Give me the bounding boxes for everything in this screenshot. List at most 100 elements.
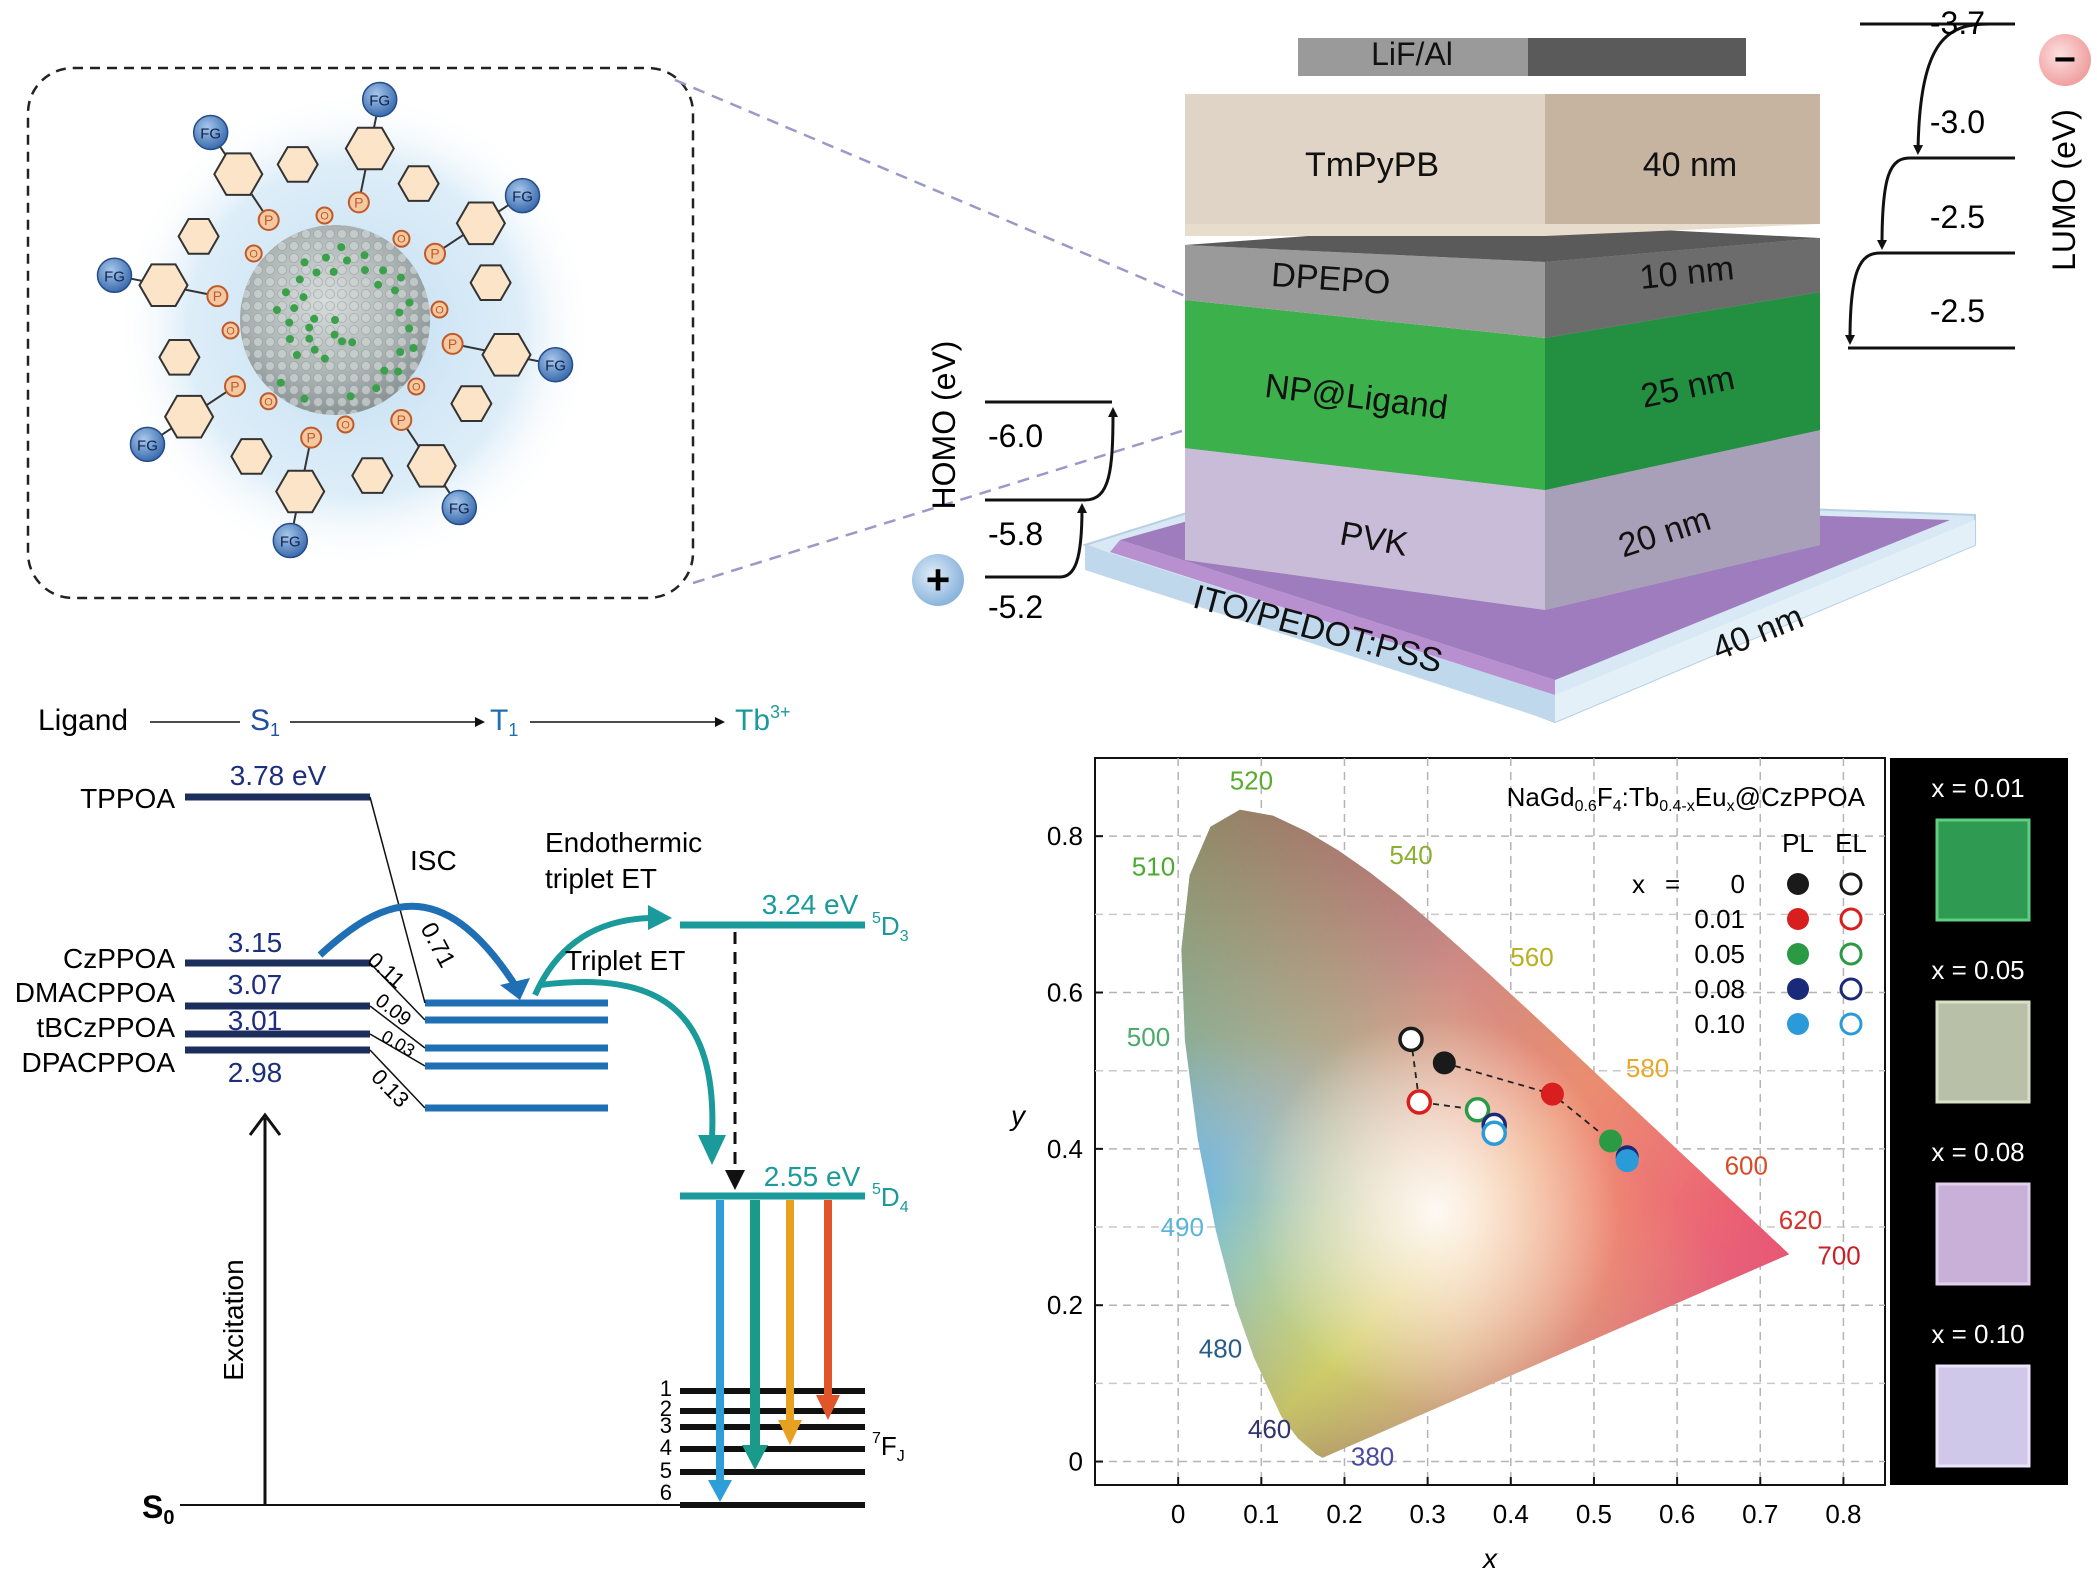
- f-level-label-2: 2: [660, 1396, 672, 1421]
- dopant-atom: [372, 384, 381, 393]
- photo-swatch: [1935, 1000, 2031, 1104]
- emission-arrow-4-head: [778, 1420, 802, 1445]
- energy-tppoa: 3.78 eV: [230, 760, 327, 791]
- f-level-label-6: 6: [660, 1480, 672, 1505]
- legend-header-pl: PL: [1782, 828, 1814, 858]
- legend-marker-pl: [1787, 908, 1809, 930]
- emission-arrow-6-head: [708, 1480, 732, 1502]
- phosphorus-label: P: [397, 412, 406, 428]
- oxygen-atom: [244, 244, 263, 263]
- triplet-et-arrow: [539, 979, 716, 1139]
- y-axis-label: y: [1009, 1100, 1027, 1131]
- wavelength-label-580: 580: [1626, 1053, 1669, 1083]
- phenyl-ring: [138, 263, 189, 307]
- legend-marker-el: [1839, 942, 1863, 966]
- lumo-value-2: -3.0: [1930, 104, 1985, 140]
- connector-czppoa: [369, 962, 426, 1021]
- homo-arrow-2: [1084, 407, 1118, 502]
- phosphorus-label: P: [306, 430, 315, 446]
- endothermic-label-1: Endothermic: [545, 827, 702, 858]
- phosphorus-atom: [223, 375, 246, 398]
- phenyl-ring: [406, 444, 457, 488]
- isc-label: ISC: [410, 845, 457, 876]
- phosphorus-label: P: [448, 336, 457, 352]
- ligand-name-dpacppoa: DPACPPOA: [21, 1047, 175, 1078]
- photo-label: x = 0.01: [1931, 773, 2024, 803]
- functional-group-label: FG: [137, 437, 158, 454]
- energy-czppoa: 3.15: [228, 927, 283, 958]
- homo-ladder: -6.0 -5.8 -5.2 HOMO (eV) +: [912, 341, 1118, 625]
- dopant-atom: [394, 367, 403, 376]
- dopant-atom: [300, 394, 309, 403]
- dopant-atom: [395, 308, 404, 317]
- functional-group-label: FG: [369, 92, 390, 109]
- layer-name-dpepo: DPEPO: [1270, 256, 1391, 302]
- oxygen-label: O: [249, 249, 258, 261]
- oxygen-atom: [315, 206, 334, 225]
- phenyl-ring: [275, 469, 326, 514]
- dopant-atom: [346, 392, 355, 401]
- phenyl-ring: [450, 385, 493, 422]
- phosphorus-atom: [390, 409, 413, 432]
- dopant-atom: [360, 251, 369, 260]
- oxygen-atom: [336, 415, 355, 434]
- energy-dmacppoa: 3.07: [228, 969, 283, 1000]
- plus-symbol: +: [926, 556, 951, 603]
- oxygen-label: O: [435, 305, 444, 317]
- legend: PL EL x = 00.010.050.080.10: [1632, 828, 1867, 1039]
- homo-value-1: -6.0: [988, 418, 1043, 454]
- phosphorus-atom: [424, 242, 447, 265]
- emission-arrow-3-head: [816, 1395, 840, 1420]
- dopant-atom: [391, 286, 399, 295]
- phosphorus-label: P: [354, 194, 363, 210]
- wavelength-label-540: 540: [1389, 840, 1432, 870]
- dopant-atom: [310, 314, 319, 323]
- legend-marker-pl: [1787, 1013, 1809, 1035]
- dopant-atom: [281, 288, 290, 297]
- emission-arrow-5-head: [742, 1445, 768, 1470]
- dopant-atom: [305, 323, 314, 332]
- x-tick-label: 0.4: [1493, 1499, 1529, 1529]
- y-tick-label: 0.6: [1047, 978, 1083, 1008]
- header-s1: S1: [250, 704, 280, 740]
- functional-group-ball: [96, 257, 133, 294]
- photo-label: x = 0.05: [1931, 955, 2024, 985]
- lifal-layer: [1298, 38, 1528, 76]
- dpepo-side: [1545, 238, 1820, 338]
- photo-panel: x = 0.01x = 0.05x = 0.08x = 0.10: [1890, 758, 2068, 1485]
- lumo-value-3: -2.5: [1930, 199, 1985, 235]
- f-levels-label: 7FJ: [872, 1430, 905, 1465]
- connector-tppoa: [369, 796, 426, 1004]
- point-el-0: [1398, 1026, 1424, 1053]
- point-el-1: [1406, 1089, 1433, 1115]
- np-ligand-side: [1545, 292, 1820, 490]
- phenyl-ring: [276, 146, 319, 183]
- wavelength-label-560: 560: [1510, 942, 1553, 972]
- dopant-atom: [338, 337, 346, 346]
- phosphorus-label: P: [213, 288, 222, 304]
- oxygen-label: O: [397, 234, 406, 246]
- phenyl-ring: [213, 152, 264, 196]
- device-stack: LiF/Al TmPyPB 40 nm DPEPO 10 nm NP@Ligan…: [1081, 36, 1976, 724]
- functional-group-ball: [441, 489, 478, 526]
- gap-czppoa: 0.11: [363, 947, 410, 993]
- point-pl-2: [1599, 1129, 1623, 1153]
- lumo-arrow-1: [1913, 22, 1991, 155]
- functional-group-label: FG: [512, 189, 533, 206]
- oxygen-label: O: [264, 396, 273, 408]
- ligand-name-dmacppoa: DMACPPOA: [15, 977, 176, 1008]
- endothermic-arrow-head: [648, 905, 672, 930]
- dopant-atom: [312, 268, 321, 277]
- layer-name-tmpypb: TmPyPB: [1305, 146, 1439, 184]
- x-tick-label: 0.3: [1410, 1499, 1446, 1529]
- tb-5d4-energy: 2.55 eV: [764, 1161, 861, 1192]
- oxygen-label: O: [341, 419, 350, 431]
- dopant-atom: [361, 266, 369, 275]
- dopant-atom: [305, 334, 314, 343]
- legend-marker-pl: [1787, 873, 1809, 895]
- f-level-label-4: 4: [660, 1435, 672, 1460]
- lumo-ladder: -3.7 -3.0 -2.5 -2.5 LUMO (eV) −: [1845, 5, 2091, 350]
- dopant-atom: [310, 345, 319, 354]
